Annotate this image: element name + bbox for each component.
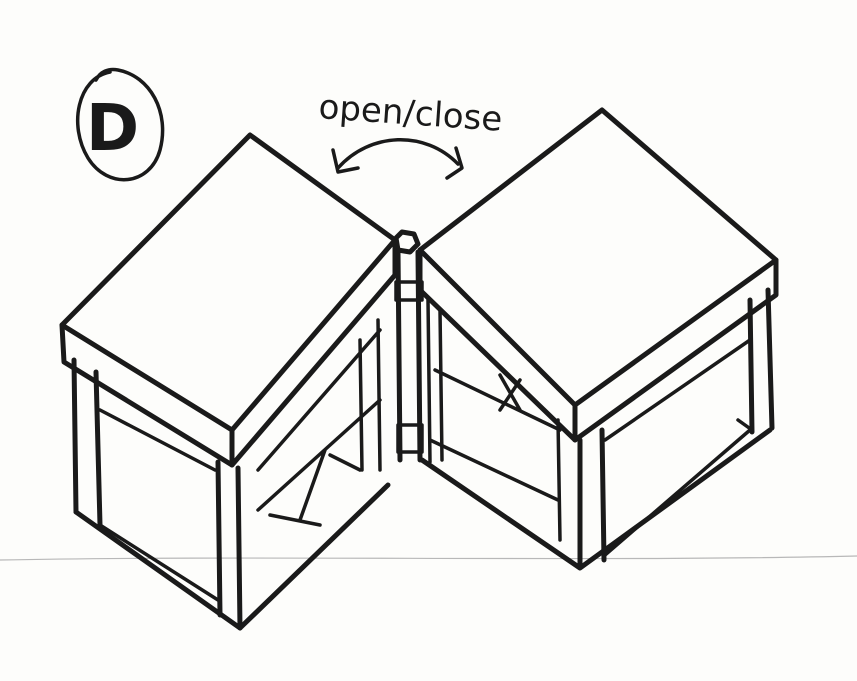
left-slab-front-edge <box>62 325 232 465</box>
right-slab-front-edge <box>575 260 776 440</box>
right-bottom-edge <box>422 430 770 568</box>
hinge-top-knuckle <box>396 232 418 252</box>
right-slab-side-edge <box>420 250 575 440</box>
open-close-label: open/close <box>317 87 503 140</box>
open-close-arrow <box>333 140 462 178</box>
marker-badge: D <box>78 69 163 179</box>
left-bottom-edge <box>76 485 388 628</box>
right-cabinet <box>420 110 776 568</box>
arrowhead-right-icon <box>447 148 462 178</box>
left-slab-side-edge <box>232 240 395 465</box>
right-front-panel <box>605 340 750 555</box>
left-front-post <box>74 360 100 525</box>
marker-letter: D <box>86 92 139 166</box>
left-cabinet <box>62 135 395 628</box>
left-corner-post <box>218 462 240 628</box>
arrow-arc <box>338 140 458 168</box>
paper-crease <box>0 556 857 560</box>
right-corner-post <box>580 430 604 565</box>
